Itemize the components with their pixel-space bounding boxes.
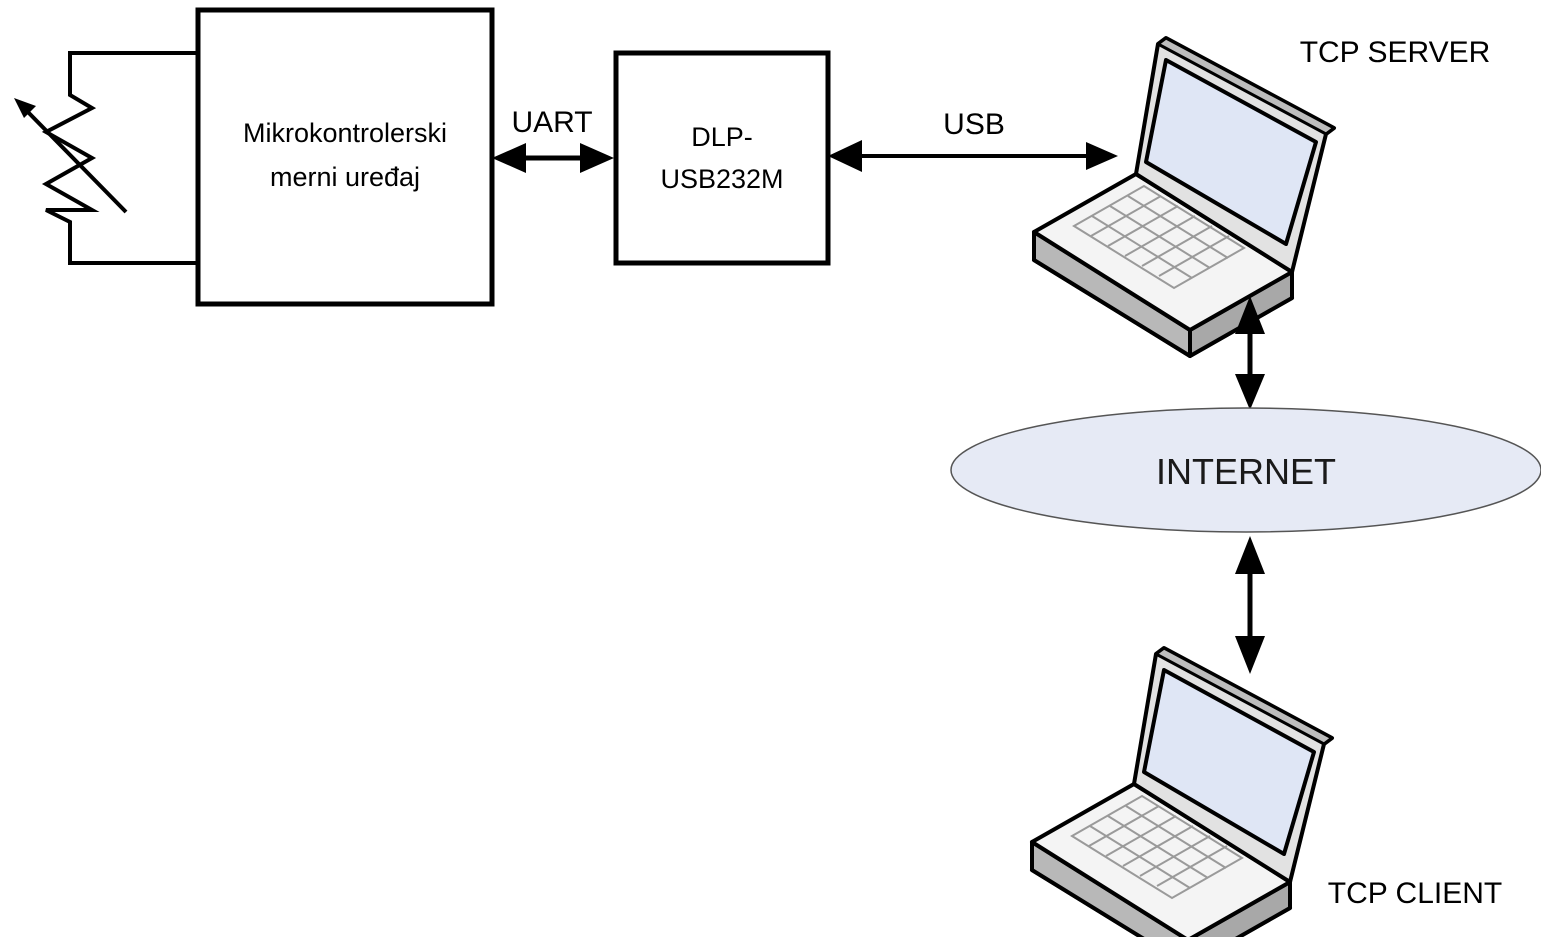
mcu-label-line1: Mikrokontrolerski (243, 118, 447, 148)
dlp-label-line2: USB232M (660, 164, 783, 194)
arrowhead-down-icon (1235, 636, 1265, 674)
server-internet-link (1235, 296, 1265, 410)
uart-link: UART (492, 106, 614, 173)
arrowhead-up-icon (1235, 296, 1265, 334)
server-laptop-icon (1032, 36, 1336, 358)
arrowhead-up-icon (1235, 536, 1265, 574)
microcontroller-block: Mikrokontrolerski merni uređaj (195, 7, 495, 307)
internet-label: INTERNET (1156, 451, 1336, 492)
client-label: TCP CLIENT (1328, 877, 1502, 910)
dlp-label-line1: DLP- (691, 122, 753, 152)
uart-label: UART (511, 106, 592, 139)
arrowhead-down-icon (1235, 374, 1265, 410)
server-label: TCP SERVER (1300, 36, 1491, 69)
dlp-usb232m-block: DLP- USB232M (613, 50, 831, 266)
arrowhead-left-icon (492, 143, 526, 173)
client-laptop-icon (1030, 646, 1334, 937)
usb-link: USB (828, 108, 1118, 172)
mcu-label-line2: merni uređaj (270, 162, 420, 192)
usb-label: USB (943, 108, 1005, 141)
arrowhead-left-icon (828, 140, 862, 172)
internet-ellipse: INTERNET (950, 407, 1541, 533)
arrowhead-right-icon (1086, 142, 1118, 170)
arrowhead-right-icon (580, 143, 614, 173)
internet-client-link (1235, 536, 1265, 674)
variable-resistor-icon (14, 51, 196, 265)
